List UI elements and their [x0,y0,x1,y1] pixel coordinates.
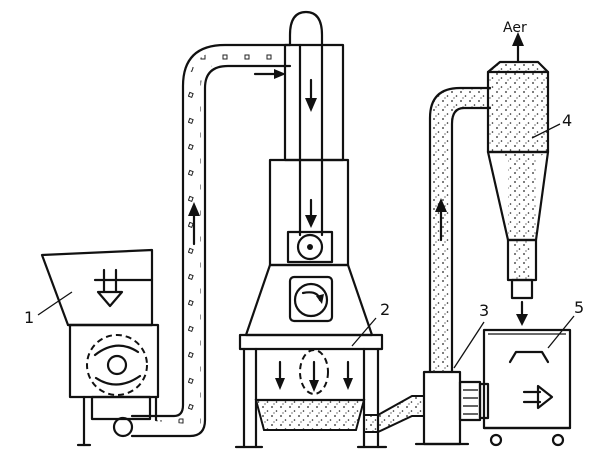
collection-bin [482,328,572,447]
pneumatic-pipe-left [130,43,292,438]
feed-rotor-box [286,230,334,264]
label-2: 2 [380,300,390,319]
arrow-right-icon [522,384,554,410]
crusher [40,248,160,447]
arrow-down-icon [305,78,317,112]
fan-housing [422,370,462,446]
label-5: 5 [574,298,584,317]
arrow-right-icon [253,69,286,79]
arrow-down-icon [343,360,353,390]
fan [414,86,492,446]
duct [363,395,425,433]
feed-rotor [296,233,324,261]
arrow-up-icon [435,198,447,242]
transfer-fan [112,416,134,438]
rotor-hub [106,354,128,376]
mill-base [244,263,374,337]
arrow-down-icon [96,268,124,308]
bin-body [482,328,572,430]
air-exhaust [512,32,524,64]
arrow-down-icon [305,198,317,228]
mill-rotor [293,282,329,318]
label-1: 1 [24,308,34,327]
air-label: Aer [503,20,527,36]
bin-wheel [551,433,565,447]
arrow-down-icon [275,360,285,390]
crusher-body [68,323,160,399]
mill [234,10,388,449]
crusher-rotor [86,334,148,396]
label-3: 3 [479,301,489,320]
arrow-up-icon [188,202,200,246]
crusher-hopper [40,248,154,327]
cyclone-separator [486,32,550,326]
arrow-down-icon [516,300,528,326]
bin-wheel [489,433,503,447]
air-vortex [299,349,329,395]
arrow-down-icon [309,360,319,392]
leader-lines [37,123,575,369]
label-4: 4 [562,111,572,130]
